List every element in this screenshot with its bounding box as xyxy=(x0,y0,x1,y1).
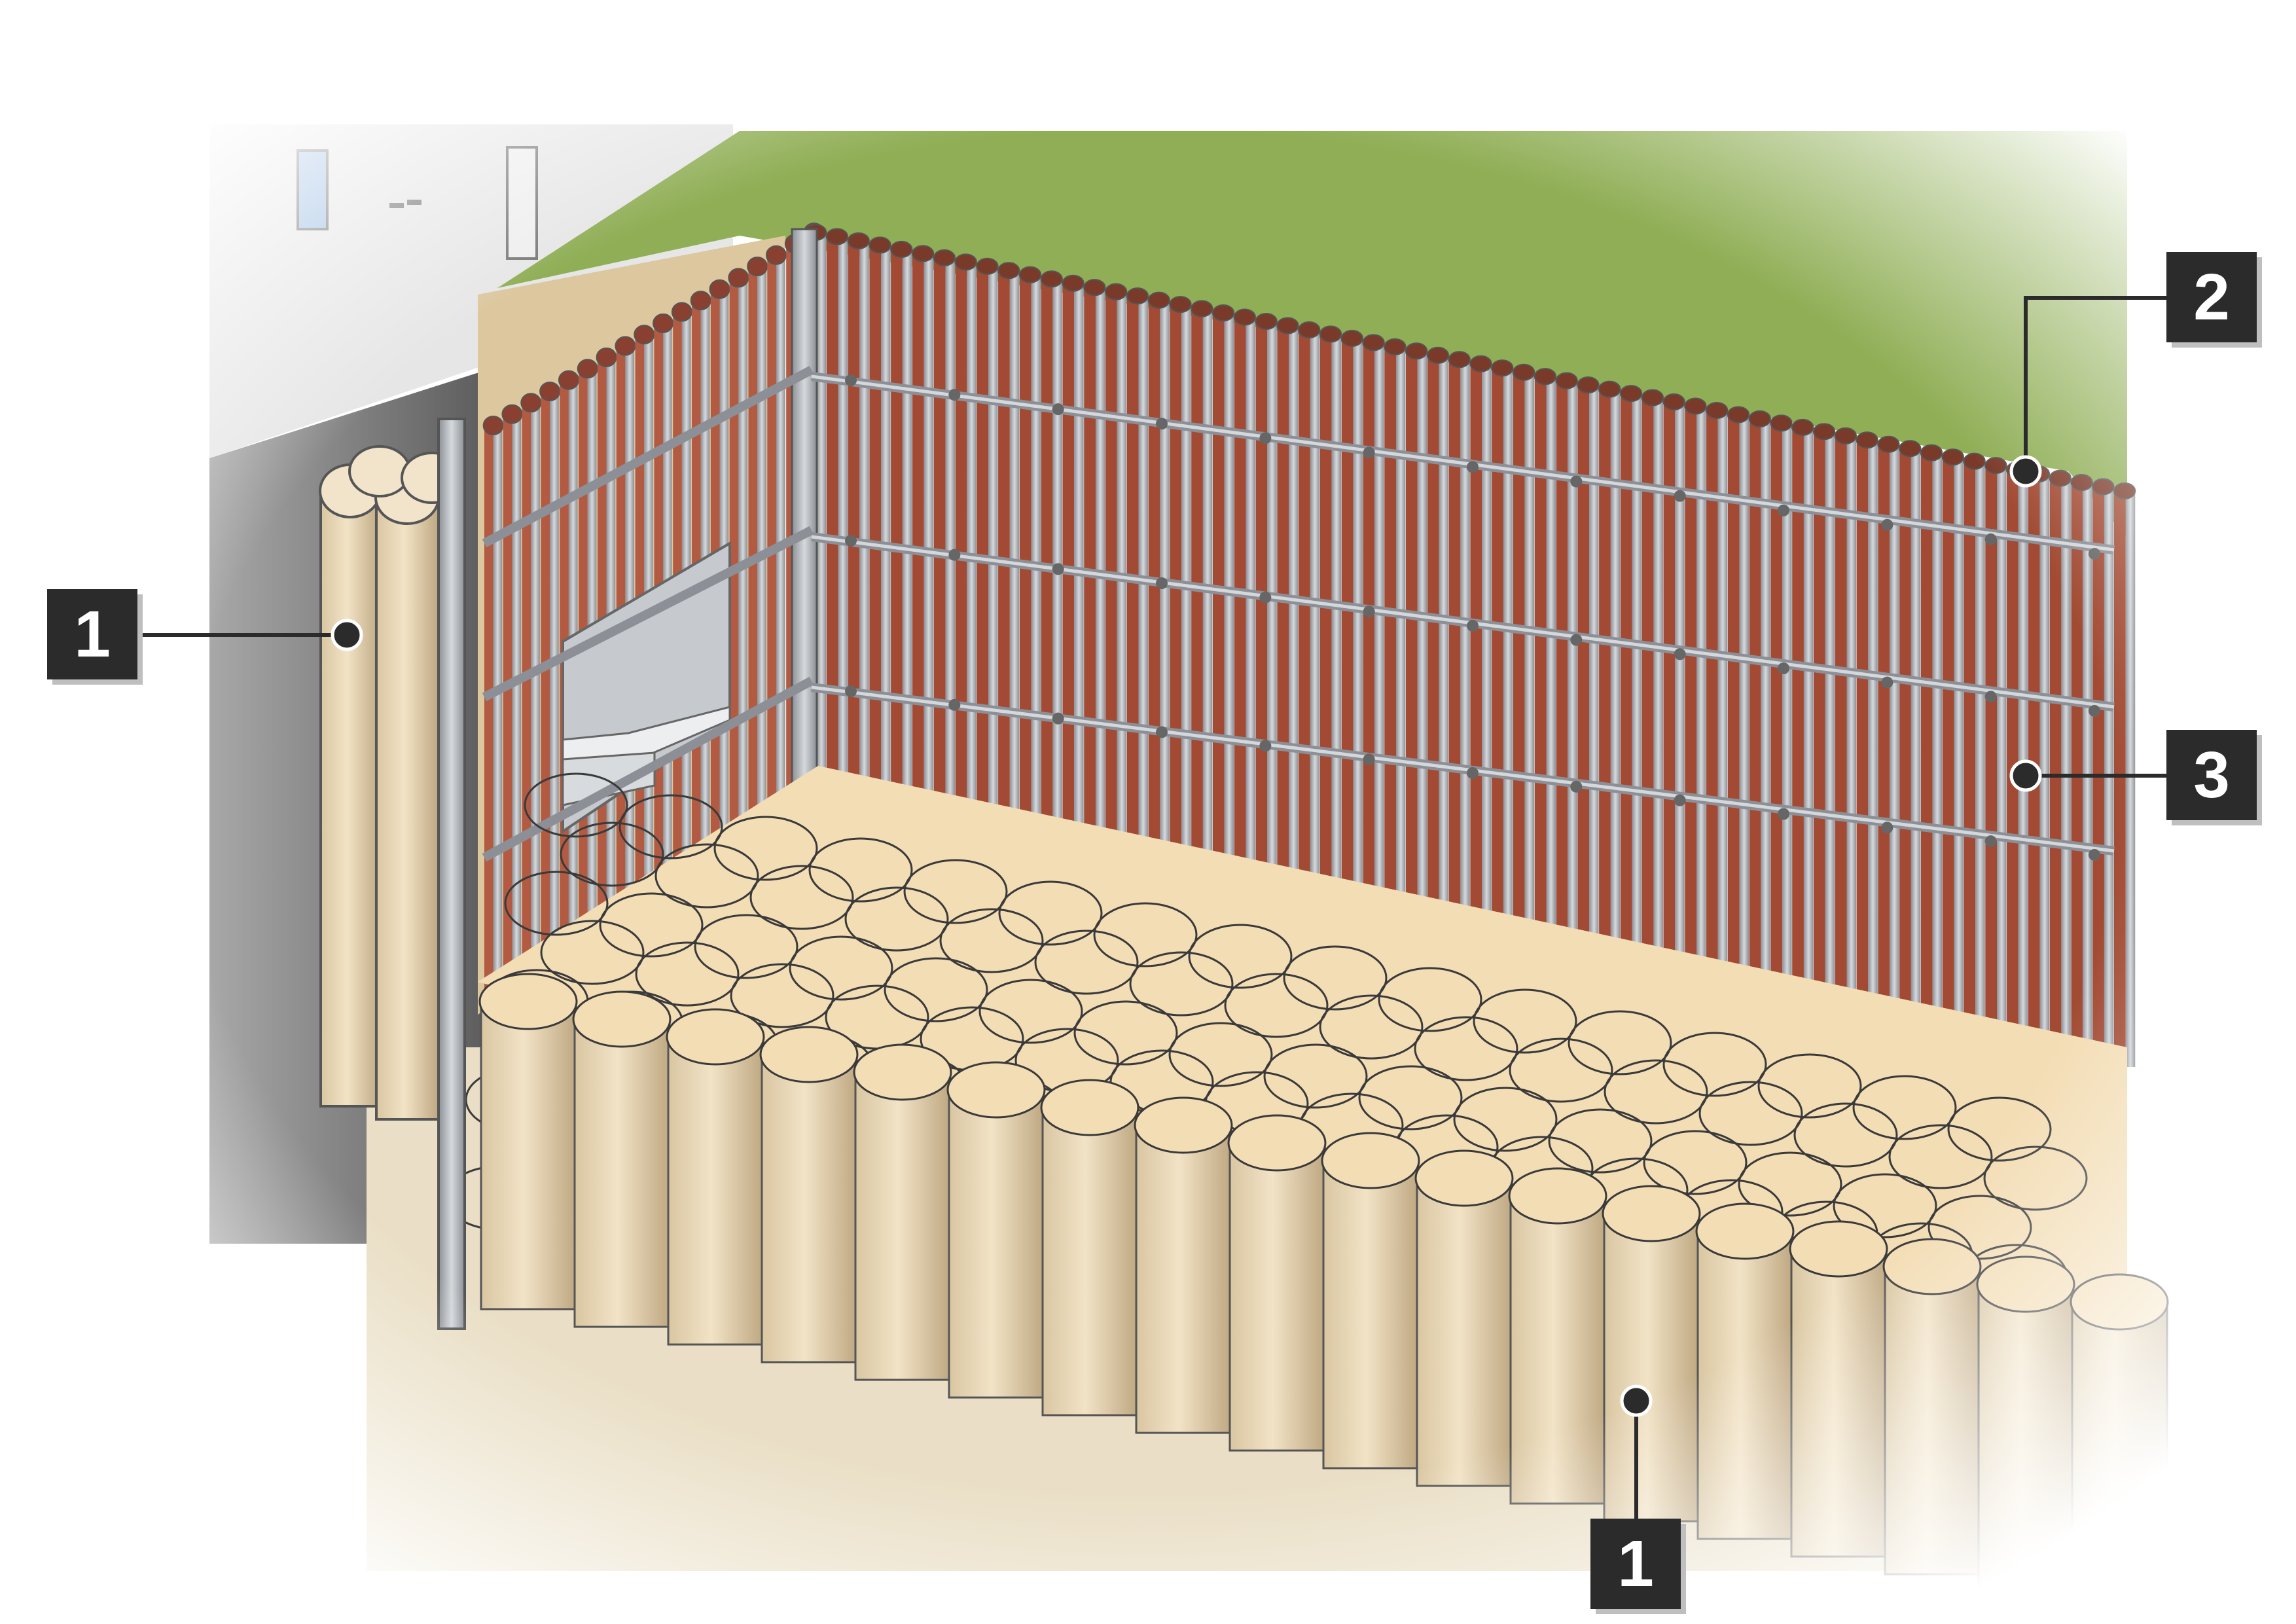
leader-dot-icon xyxy=(1620,1384,1653,1417)
leader-dot-icon xyxy=(2009,759,2042,792)
leader-lines xyxy=(137,296,2166,1545)
callout-label: 3 xyxy=(2193,738,2230,812)
callout-label: 1 xyxy=(1617,1527,1654,1600)
callout-1-left: 1 xyxy=(47,589,137,679)
callout-3: 3 xyxy=(2166,730,2257,820)
leader-dots xyxy=(331,455,2042,1417)
leader-dot-icon xyxy=(2009,455,2042,488)
leader-dot-icon xyxy=(331,619,363,651)
leader-line-2 xyxy=(2024,296,2166,471)
callout-label: 1 xyxy=(74,598,111,671)
callout-1-bottom: 1 xyxy=(1590,1519,1681,1609)
callout-2: 2 xyxy=(2166,252,2257,342)
callout-label: 2 xyxy=(2193,261,2230,334)
